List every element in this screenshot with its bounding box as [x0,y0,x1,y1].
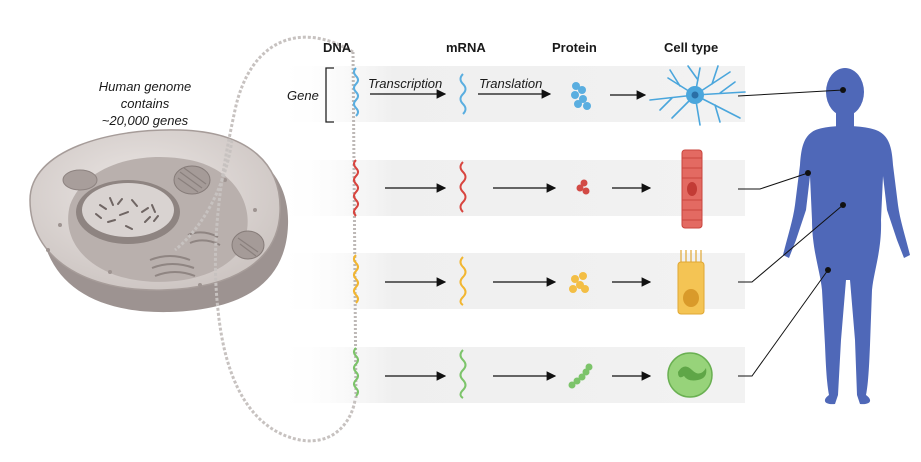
header-mrna: mRNA [446,40,486,55]
header-cell-type: Cell type [664,40,719,55]
human-body [783,68,910,405]
dna-loop [174,35,358,443]
row-band [275,253,745,309]
gene-segments [353,67,359,397]
mrna-neuron [459,73,467,115]
genome-line: ~20,000 genes [101,113,189,128]
white-blood-cell [667,352,713,398]
row-band [275,347,745,403]
transcription-label: Transcription [368,76,443,91]
dna-gene-muscle [353,159,359,217]
leader-lines [737,89,844,377]
mrna-wbc [459,349,467,399]
dna-gene-epithelial [353,254,359,304]
organelle [62,169,98,191]
translation-label: Translation [479,76,543,91]
genome-caption: Human genome contains ~20,000 genes [70,78,220,129]
dna-gene-neuron [353,67,359,117]
neuron-cell [649,65,746,126]
muscle-cell [681,149,703,229]
genome-line: contains [120,96,170,111]
mrna-muscle [459,161,467,213]
protein-neuron [571,82,591,110]
dna-gene-wbc [353,347,359,397]
protein-epithelial [569,272,589,293]
protein-wbc [568,363,593,389]
genome-line: Human genome [98,79,192,94]
epithelial-cell [677,250,705,315]
cell-illustration [29,129,289,313]
mrna-strands [459,73,467,399]
gene-label: Gene [287,88,319,103]
gene-bracket [325,67,334,123]
protein-muscle [576,179,590,195]
header-dna: DNA [323,40,352,55]
arrows [370,89,652,381]
header-protein: Protein [552,40,597,55]
mrna-epithelial [459,256,467,306]
